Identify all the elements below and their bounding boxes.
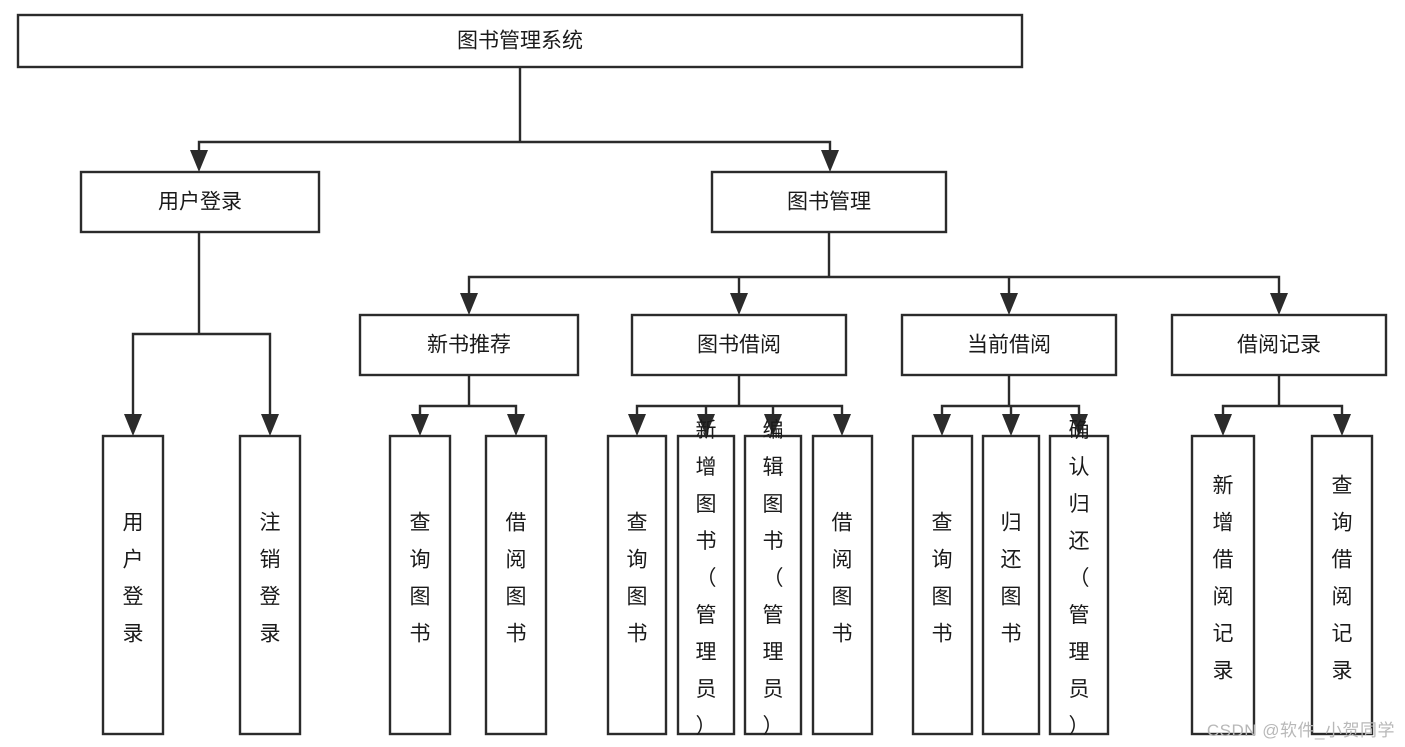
- node-leaf-query-book-2-label: 查询图书: [627, 512, 648, 646]
- node-book-management[interactable]: 图书管理: [710, 170, 948, 234]
- arrowhead-book-borrow: [730, 293, 748, 315]
- node-leaf-add-book-admin-label: 新增图书（管理员）: [696, 419, 717, 738]
- connector-borrow-record-to-leaves: [1221, 373, 1344, 426]
- node-current-borrow[interactable]: 当前借阅: [900, 313, 1118, 377]
- arrowhead-leaf-query-book-1: [411, 414, 429, 436]
- node-user-login[interactable]: 用户登录: [79, 170, 321, 234]
- arrowhead-leaf-query-borrow-record: [1333, 414, 1351, 436]
- node-root-box: [16, 13, 1024, 69]
- node-leaf-query-borrow-record[interactable]: 查询借阅记录: [1310, 434, 1374, 736]
- node-borrow-record-box: [1170, 313, 1388, 377]
- node-leaf-return-book[interactable]: 归还图书: [981, 434, 1041, 736]
- node-leaf-borrow-book-1-label: 借阅图书: [506, 512, 527, 646]
- node-leaf-borrow-book-1[interactable]: 借阅图书: [484, 434, 548, 736]
- arrowhead-leaf-user-login: [124, 414, 142, 436]
- node-leaf-return-book-label: 归还图书: [1001, 512, 1022, 646]
- node-leaf-return-book-box: [981, 434, 1041, 736]
- node-leaf-confirm-return-admin-label: 确认归还（管理员）: [1069, 419, 1090, 738]
- connector-new-book-recommend-to-leaves: [418, 373, 518, 426]
- node-new-book-recommend[interactable]: 新书推荐: [358, 313, 580, 377]
- node-book-management-label: 图书管理: [787, 191, 871, 214]
- node-leaf-query-book-1-label: 查询图书: [410, 512, 431, 646]
- node-leaf-borrow-book-1-box: [484, 434, 548, 736]
- node-leaf-borrow-book-2-label: 借阅图书: [832, 512, 853, 646]
- arrowhead-current-borrow: [1000, 293, 1018, 315]
- arrowhead-leaf-query-book-2: [628, 414, 646, 436]
- node-leaf-query-book-1-box: [388, 434, 452, 736]
- arrowhead-leaf-confirm-return-admin: [1070, 414, 1088, 436]
- node-leaf-query-borrow-record-label: 查询借阅记录: [1332, 475, 1353, 683]
- node-root-system[interactable]: 图书管理系统: [16, 13, 1024, 69]
- arrowhead-user-login: [190, 150, 208, 172]
- node-book-management-box: [710, 170, 948, 234]
- csdn-watermark: CSDN @软件_小贺同学: [1206, 721, 1395, 740]
- arrowhead-book-management: [821, 150, 839, 172]
- connector-layer: [124, 65, 1351, 436]
- arrowhead-new-book-recommend: [460, 293, 478, 315]
- connector-user-login-to-leaves: [131, 230, 272, 426]
- node-current-borrow-label: 当前借阅: [967, 334, 1051, 357]
- arrowhead-leaf-edit-book-admin: [764, 414, 782, 436]
- node-leaf-add-borrow-record[interactable]: 新增借阅记录: [1190, 434, 1256, 736]
- node-leaf-logout-login[interactable]: 注销登录: [238, 434, 302, 736]
- connector-book-management-to-level3: [467, 230, 1281, 305]
- node-leaf-edit-book-admin-box: [743, 434, 803, 736]
- node-borrow-record-label: 借阅记录: [1237, 334, 1321, 357]
- node-leaf-user-login-label: 用户登录: [123, 512, 144, 646]
- node-leaf-borrow-book-2[interactable]: 借阅图书: [811, 434, 874, 736]
- node-leaf-confirm-return-admin-box: [1048, 434, 1110, 736]
- connector-root-to-level2: [197, 65, 832, 162]
- arrowhead-leaf-add-book-admin: [697, 414, 715, 436]
- node-leaf-query-book-3[interactable]: 查询图书: [911, 434, 974, 736]
- arrowhead-leaf-borrow-book-1: [507, 414, 525, 436]
- node-leaf-add-book-admin-box: [676, 434, 736, 736]
- node-user-login-box: [79, 170, 321, 234]
- node-leaf-logout-login-label: 注销登录: [260, 512, 281, 646]
- arrowhead-leaf-return-book: [1002, 414, 1020, 436]
- node-leaf-add-book-admin[interactable]: 新增图书（管理员）: [676, 419, 736, 738]
- arrowhead-leaf-logout-login: [261, 414, 279, 436]
- connector-book-borrow-to-leaves: [635, 373, 844, 426]
- node-book-borrow-box: [630, 313, 848, 377]
- node-leaf-user-login-box: [101, 434, 165, 736]
- node-book-borrow-label: 图书借阅: [697, 334, 781, 357]
- node-leaf-add-borrow-record-box: [1190, 434, 1256, 736]
- arrowhead-leaf-borrow-book-2: [833, 414, 851, 436]
- node-leaf-user-login[interactable]: 用户登录: [101, 434, 165, 736]
- node-leaf-query-book-3-box: [911, 434, 974, 736]
- node-leaf-confirm-return-admin[interactable]: 确认归还（管理员）: [1048, 419, 1110, 738]
- node-leaf-query-book-2[interactable]: 查询图书: [606, 434, 668, 736]
- node-leaf-edit-book-admin[interactable]: 编辑图书（管理员）: [743, 419, 803, 738]
- node-leaf-query-borrow-record-box: [1310, 434, 1374, 736]
- node-user-login-label: 用户登录: [158, 191, 242, 214]
- node-book-borrow[interactable]: 图书借阅: [630, 313, 848, 377]
- arrowhead-leaf-add-borrow-record: [1214, 414, 1232, 436]
- node-leaf-borrow-book-2-box: [811, 434, 874, 736]
- node-leaf-edit-book-admin-label: 编辑图书（管理员）: [763, 419, 784, 738]
- node-borrow-record[interactable]: 借阅记录: [1170, 313, 1388, 377]
- node-leaf-logout-login-box: [238, 434, 302, 736]
- node-leaf-query-book-2-box: [606, 434, 668, 736]
- node-new-book-recommend-label: 新书推荐: [427, 334, 511, 357]
- node-root-label: 图书管理系统: [457, 30, 583, 53]
- node-leaf-add-borrow-record-label: 新增借阅记录: [1213, 475, 1234, 683]
- node-new-book-recommend-box: [358, 313, 580, 377]
- arrowhead-leaf-query-book-3: [933, 414, 951, 436]
- node-leaf-query-book-1[interactable]: 查询图书: [388, 434, 452, 736]
- node-leaf-query-book-3-label: 查询图书: [932, 512, 953, 646]
- node-current-borrow-box: [900, 313, 1118, 377]
- arrowhead-borrow-record: [1270, 293, 1288, 315]
